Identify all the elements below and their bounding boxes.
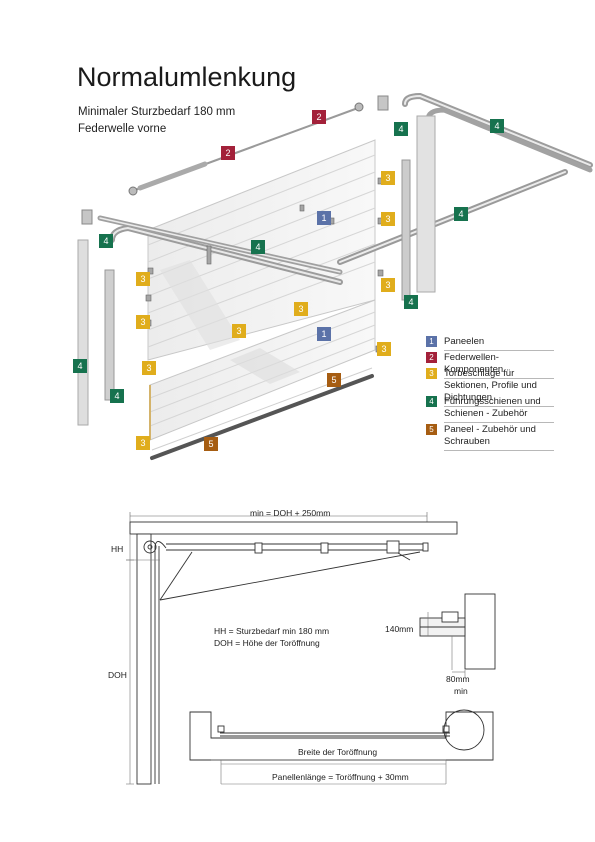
dim-80-min-label: min bbox=[454, 686, 468, 696]
badge-accessory-5a: 5 bbox=[327, 373, 341, 387]
legend-swatch: 5 bbox=[426, 424, 437, 435]
legend-swatch: 2 bbox=[426, 352, 437, 363]
legend-label: Torbeschläge für Sektionen, Profile und … bbox=[444, 368, 554, 407]
badge-rail-4a: 4 bbox=[394, 122, 408, 136]
legend-label: Paneelen bbox=[444, 336, 554, 351]
badge-fitting-3d: 3 bbox=[136, 272, 150, 286]
dim-140-label: 140mm bbox=[385, 624, 414, 634]
badge-fitting-3e: 3 bbox=[136, 315, 150, 329]
badge-spring-2b: 2 bbox=[221, 146, 235, 160]
bottom-seal bbox=[150, 374, 374, 460]
subtitle-lintel: Minimaler Sturzbedarf 180 mm bbox=[78, 106, 236, 118]
dim-80-label: 80mm bbox=[446, 674, 470, 684]
legend-item-accessories: 5 Paneel - Zubehör und Schrauben bbox=[426, 424, 554, 451]
legend-item-rails: 4 Führungsschienen und Schienen - Zubehö… bbox=[426, 396, 554, 423]
badge-accessory-5b: 5 bbox=[204, 437, 218, 451]
legend-label: Paneel - Zubehör und Schrauben bbox=[444, 424, 554, 451]
badge-rail-4e: 4 bbox=[99, 234, 113, 248]
badge-spring-2a: 2 bbox=[312, 110, 326, 124]
legend-label: Führungsschienen und Schienen - Zubehör bbox=[444, 396, 554, 423]
badge-fitting-3c: 3 bbox=[381, 278, 395, 292]
badge-fitting-3b: 3 bbox=[381, 212, 395, 226]
def-doh: DOH = Höhe der Toröffnung bbox=[214, 638, 320, 648]
page-title: Normalumlenkung bbox=[77, 62, 297, 92]
badge-panel-1b: 1 bbox=[317, 327, 331, 341]
legend-item-spring: 2 Federwellen-Komponenten bbox=[426, 352, 554, 379]
legend-swatch: 3 bbox=[426, 368, 437, 379]
badge-rail-4b: 4 bbox=[490, 119, 504, 133]
subtitle-spring-shaft: Federwelle vorne bbox=[78, 123, 167, 135]
legend-swatch: 1 bbox=[426, 336, 437, 347]
legend-swatch: 4 bbox=[426, 396, 437, 407]
panellaenge-label: Panellenlänge = Toröffnung + 30mm bbox=[272, 772, 409, 782]
legend-item-panels: 1 Paneelen bbox=[426, 336, 554, 351]
badge-panel-1a: 1 bbox=[317, 211, 331, 225]
badge-rail-4c: 4 bbox=[454, 207, 468, 221]
badge-rail-4f: 4 bbox=[404, 295, 418, 309]
breite-label: Breite der Toröffnung bbox=[298, 747, 378, 757]
badge-fitting-3g: 3 bbox=[294, 302, 308, 316]
badge-rail-4h: 4 bbox=[110, 389, 124, 403]
badge-fitting-3j: 3 bbox=[136, 436, 150, 450]
dim-top-label: min = DOH + 250mm bbox=[250, 508, 331, 518]
doh-label: DOH bbox=[108, 670, 127, 680]
badge-fitting-3f: 3 bbox=[232, 324, 246, 338]
badge-fitting-3i: 3 bbox=[377, 342, 391, 356]
badge-fitting-3a: 3 bbox=[381, 171, 395, 185]
horizontal-rails bbox=[97, 92, 593, 285]
legend-item-fittings: 3 Torbeschläge für Sektionen, Profile un… bbox=[426, 368, 554, 407]
def-hh: HH = Sturzbedarf min 180 mm bbox=[214, 626, 330, 636]
badge-rail-4g: 4 bbox=[73, 359, 87, 373]
badge-rail-4d: 4 bbox=[251, 240, 265, 254]
badge-fitting-3h: 3 bbox=[142, 361, 156, 375]
legend-label: Federwellen-Komponenten bbox=[444, 352, 554, 379]
hh-label: HH bbox=[111, 544, 124, 554]
